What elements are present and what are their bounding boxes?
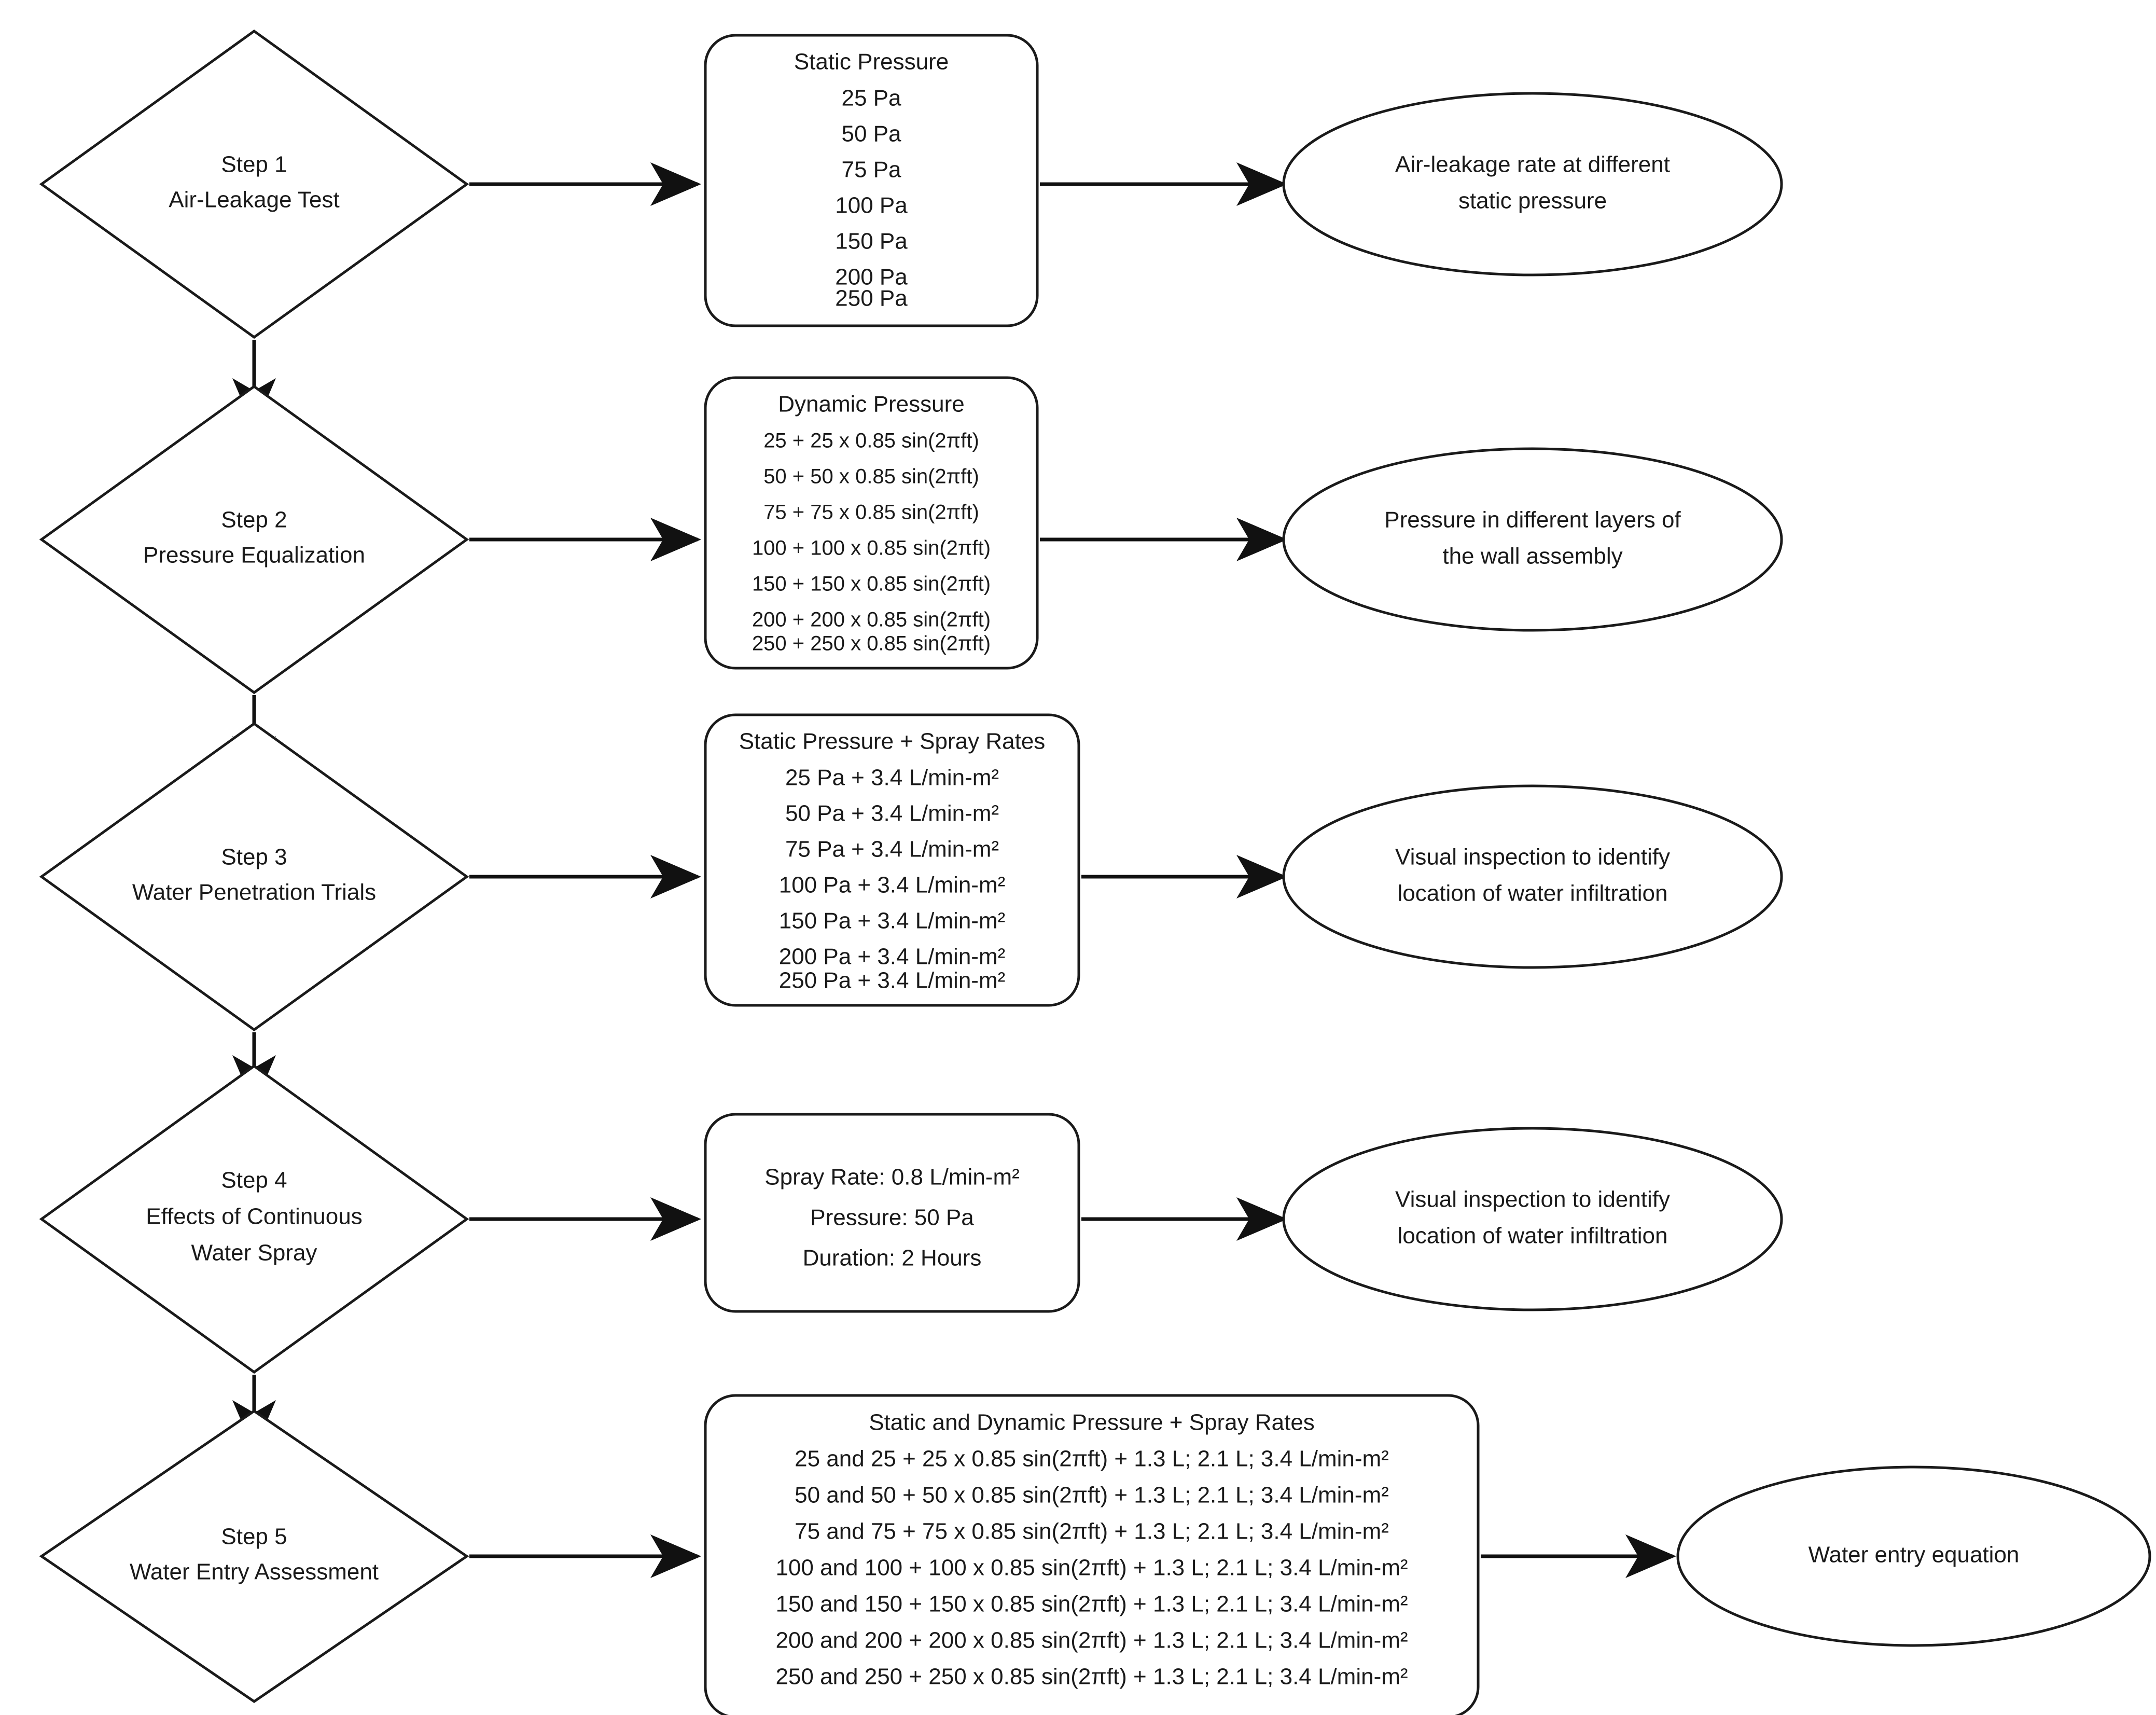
step-5-parameter-line: 100 and 100 + 100 x 0.85 sin(2πft) + 1.3… [775,1555,1408,1581]
step-3-parameter-line: 250 Pa + 3.4 L/min-m² [779,968,1006,993]
step-4-parameters-box[interactable] [704,1113,1080,1313]
step-4-parameter-line: Spray Rate: 0.8 L/min-m² [764,1165,1020,1190]
step-1-parameter-line: 200 Pa [835,265,908,290]
step-2-parameter-line: 200 + 200 x 0.85 sin(2πft) [752,608,991,631]
step-3-parameters-box[interactable] [704,713,1080,1007]
step-5-label-line2: Water Entry Assessment [130,1559,379,1585]
step-4-label-line1: Step 4 [221,1168,287,1193]
step-5-parameter-line: 150 and 150 + 150 x 0.85 sin(2πft) + 1.3… [775,1592,1408,1617]
step-3-label-line1: Step 3 [221,845,287,870]
step-1-parameter-line: 150 Pa [835,229,908,254]
step-2-outcome-line1: Pressure in different layers of [1384,507,1681,533]
step-2-label-line1: Step 2 [221,507,287,533]
step-5-parameter-line: 200 and 200 + 200 x 0.85 sin(2πft) + 1.3… [775,1628,1408,1653]
step-4-parameter-line: Pressure: 50 Pa [810,1205,974,1230]
step-4-parameter-line: Duration: 2 Hours [803,1246,982,1271]
step-5-parameter-line: 50 and 50 + 50 x 0.85 sin(2πft) + 1.3 L;… [795,1483,1389,1508]
step-2-parameter-line: 50 + 50 x 0.85 sin(2πft) [763,465,979,488]
step-5-parameters-title: Static and Dynamic Pressure + Spray Rate… [869,1410,1315,1435]
step-1-group: Step 1 Air-Leakage Test Static Pressure … [39,29,1783,339]
step-1-outcome-line1: Air-leakage rate at different [1395,152,1670,177]
step-4-label-line3: Water Spray [191,1240,317,1266]
step-5-outcome-ellipse[interactable] [1676,1465,2151,1647]
step-1-parameters-title: Static Pressure [794,49,949,75]
step-5-parameters-box[interactable] [704,1394,1480,1715]
step-3-parameter-line: 200 Pa + 3.4 L/min-m² [779,944,1006,970]
step-4-diamond[interactable] [39,1064,469,1374]
step-2-parameter-line: 75 + 75 x 0.85 sin(2πft) [763,501,979,524]
step-4-label-line2: Effects of Continuous [146,1204,362,1229]
step-1-label-line2: Air-Leakage Test [169,187,339,213]
step-4-outcome-line1: Visual inspection to identify [1395,1187,1670,1212]
step-3-parameters-title: Static Pressure + Spray Rates [739,729,1046,754]
step-3-outcome-ellipse[interactable] [1282,784,1783,969]
step-4-outcome-ellipse[interactable] [1282,1127,1783,1311]
step-4-group: Step 4 Effects of Continuous Water Spray… [39,1064,1783,1374]
step-1-outcome-line2: static pressure [1458,188,1607,214]
step-2-parameter-line: 150 + 150 x 0.85 sin(2πft) [752,573,991,596]
step-2-parameter-line: 250 + 250 x 0.85 sin(2πft) [752,632,991,655]
step-1-parameter-line: 50 Pa [842,121,902,147]
step-2-parameters-title: Dynamic Pressure [778,392,964,417]
step-3-label-line2: Water Penetration Trials [132,880,376,905]
step-5-parameter-line: 75 and 75 + 75 x 0.85 sin(2πft) + 1.3 L;… [795,1519,1389,1544]
step-5-diamond[interactable] [39,1409,469,1704]
step-1-diamond[interactable] [39,29,469,339]
step-3-diamond[interactable] [39,722,469,1032]
step-1-parameter-line: 25 Pa [842,86,902,111]
step-1-outcome-ellipse[interactable] [1282,92,1783,276]
step-2-diamond[interactable] [39,384,469,695]
step-5-label-line1: Step 5 [221,1524,287,1550]
step-1-parameter-line: 250 Pa [835,286,908,311]
step-2-group: Step 2 Pressure Equalization Dynamic Pre… [39,376,1783,695]
step-4-outcome-line2: location of water infiltration [1398,1223,1668,1249]
step-5-group: Step 5 Water Entry Assessment Static and… [39,1394,2151,1715]
step-1-parameter-line: 75 Pa [842,157,902,183]
step-2-parameters-box[interactable] [704,376,1039,670]
step-1-label-line1: Step 1 [221,152,287,177]
step-3-parameter-line: 150 Pa + 3.4 L/min-m² [779,908,1006,934]
step-2-parameter-line: 25 + 25 x 0.85 sin(2πft) [763,430,979,452]
step-2-outcome-line2: the wall assembly [1442,544,1622,569]
step-1-parameter-line: 100 Pa [835,193,908,218]
step-3-outcome-line1: Visual inspection to identify [1395,845,1670,870]
step-5-outcome-line1: Water entry equation [1809,1542,2020,1568]
step-3-parameter-line: 75 Pa + 3.4 L/min-m² [785,837,999,862]
step-2-label-line2: Pressure Equalization [143,543,365,568]
step-5-parameter-line: 250 and 250 + 250 x 0.85 sin(2πft) + 1.3… [775,1664,1408,1690]
step-3-parameter-line: 25 Pa + 3.4 L/min-m² [785,765,999,791]
step-3-parameter-line: 50 Pa + 3.4 L/min-m² [785,801,999,826]
step-2-outcome-ellipse[interactable] [1282,447,1783,632]
step-3-group: Step 3 Water Penetration Trials Static P… [39,713,1783,1032]
step-1-parameters-box[interactable] [704,34,1039,327]
step-2-parameter-line: 100 + 100 x 0.85 sin(2πft) [752,537,991,560]
step-5-parameter-line: 25 and 25 + 25 x 0.85 sin(2πft) + 1.3 L;… [795,1446,1389,1472]
step-3-outcome-line2: location of water infiltration [1398,881,1668,906]
step-3-parameter-line: 100 Pa + 3.4 L/min-m² [779,873,1006,898]
